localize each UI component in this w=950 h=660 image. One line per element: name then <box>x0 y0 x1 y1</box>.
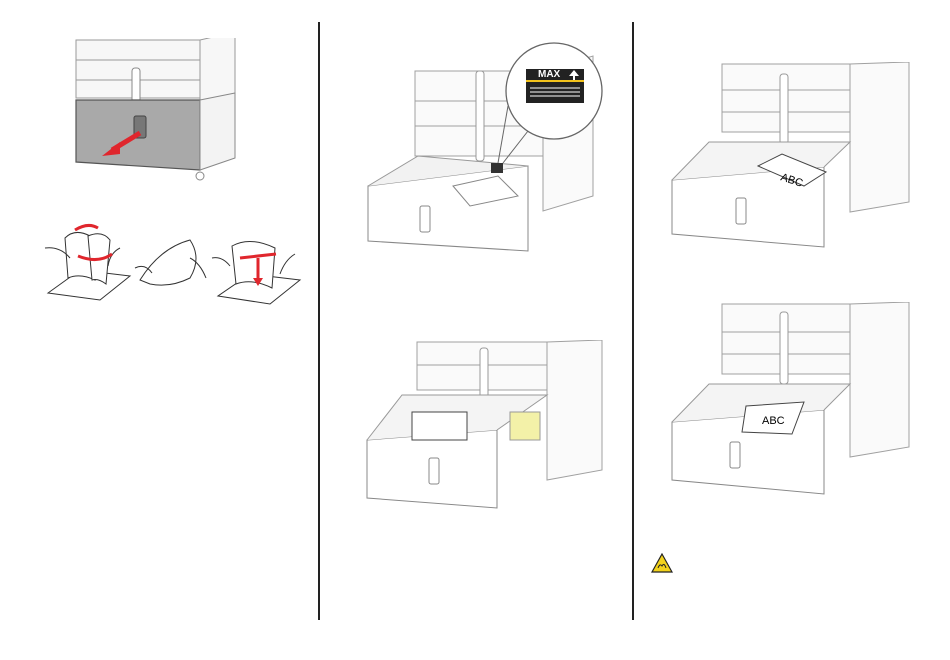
tray-adjust-guide-illustration <box>362 340 607 510</box>
figure-pull-tray <box>50 38 280 183</box>
warning-triangle-icon <box>651 553 673 573</box>
hot-surface-warning-icon <box>651 553 673 573</box>
tray-max-fill-line-illustration: MAX <box>358 26 608 266</box>
column-divider-1 <box>318 22 320 620</box>
figure-load-paper-face-down: ABC <box>664 302 914 497</box>
figure-tray-max-fill: MAX <box>358 26 608 266</box>
printer-pull-tray-illustration <box>50 38 280 183</box>
column-divider-2 <box>632 22 634 620</box>
figure-load-paper-face-up: ABC <box>664 62 914 252</box>
tray-load-paper-face-down-illustration: ABC <box>664 302 914 497</box>
tray-load-paper-face-up-illustration: ABC <box>664 62 914 252</box>
figure-adjust-guide <box>362 340 607 510</box>
flex-fan-align-paper-illustration <box>40 218 305 308</box>
max-fill-label: MAX <box>538 69 561 80</box>
paper-face-down-label: ABC <box>762 415 785 427</box>
figure-fan-paper <box>40 218 305 308</box>
